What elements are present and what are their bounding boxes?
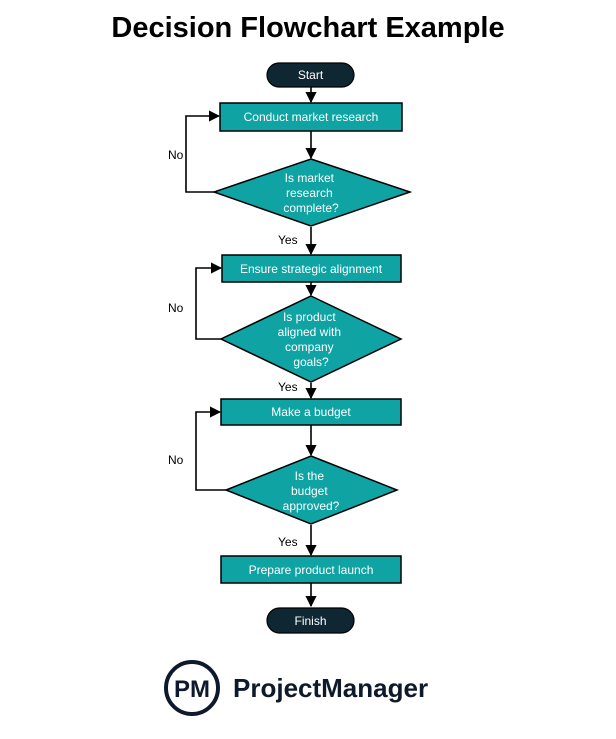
yes-label-2: Yes bbox=[278, 380, 298, 394]
decision-product-aligned-label: Is product aligned with company goals? bbox=[278, 310, 345, 369]
pm-logo-monogram: PM bbox=[174, 676, 210, 703]
decision-research-complete bbox=[211, 158, 413, 227]
projectmanager-logo: PM ProjectManager bbox=[164, 660, 428, 716]
process-make-budget bbox=[220, 398, 402, 426]
edge-decision2-no-loop bbox=[195, 262, 223, 340]
finish-label: Finish bbox=[294, 614, 326, 628]
yes-label-1: Yes bbox=[278, 233, 298, 247]
decision-budget-approved-label: Is the budget approved? bbox=[283, 469, 340, 513]
no-label-2: No bbox=[168, 301, 184, 315]
process-make-budget-label: Make a budget bbox=[271, 405, 351, 419]
process-strategic-alignment bbox=[221, 254, 402, 283]
edge-decision3-no-loop bbox=[195, 406, 226, 491]
start-terminal bbox=[266, 62, 355, 88]
pm-logo-icon bbox=[164, 660, 220, 716]
no-label-3: No bbox=[168, 453, 184, 467]
finish-terminal bbox=[266, 607, 355, 634]
decision-research-complete-label: Is market research complete? bbox=[283, 171, 339, 215]
connectors bbox=[185, 87, 317, 608]
no-label-1: No bbox=[168, 148, 184, 162]
decision-product-aligned bbox=[219, 295, 403, 383]
process-conduct-research-label: Conduct market research bbox=[244, 110, 379, 124]
process-conduct-research bbox=[219, 102, 403, 132]
page-title: Decision Flowchart Example bbox=[111, 12, 505, 44]
start-label: Start bbox=[298, 68, 324, 82]
process-strategic-alignment-label: Ensure strategic alignment bbox=[240, 262, 383, 276]
process-prepare-launch-label: Prepare product launch bbox=[249, 563, 374, 577]
edge-decision1-no-loop bbox=[185, 110, 221, 193]
yes-label-3: Yes bbox=[278, 535, 298, 549]
pm-logo-wordmark: ProjectManager bbox=[233, 673, 428, 703]
process-prepare-launch bbox=[220, 555, 402, 584]
decision-budget-approved bbox=[223, 455, 400, 525]
